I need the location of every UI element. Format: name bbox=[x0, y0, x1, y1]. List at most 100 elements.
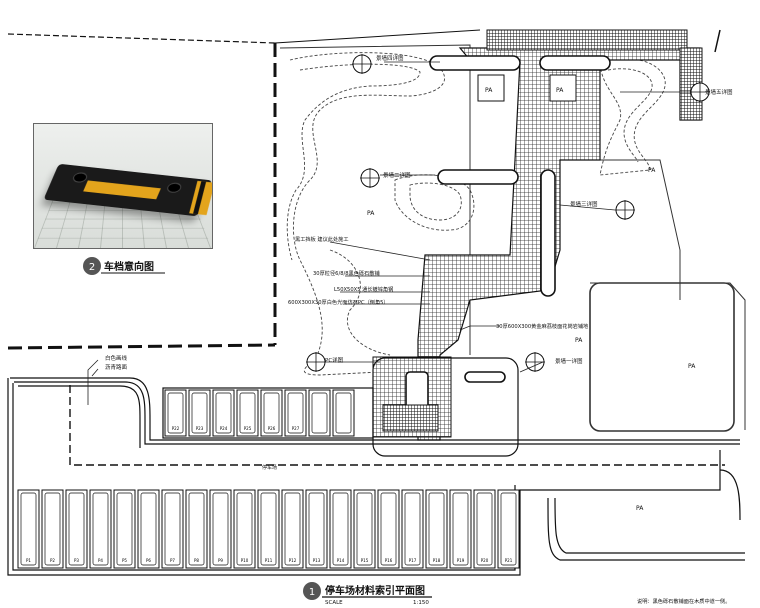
parking-stall bbox=[212, 389, 235, 437]
pa-label-6: PA bbox=[575, 337, 583, 344]
label-asphalt: 沥青路面 bbox=[105, 363, 128, 371]
parking-stall-inner bbox=[260, 492, 277, 566]
site-boundary bbox=[7, 29, 721, 350]
parking-stall-inner bbox=[20, 492, 37, 566]
garden-path-outlines bbox=[286, 52, 666, 376]
parking-stall-inner bbox=[311, 392, 328, 434]
parking-stall-inner bbox=[212, 492, 229, 566]
parking-stall-label: P1 bbox=[26, 558, 31, 563]
parking-stall-label: P3 bbox=[74, 558, 79, 563]
parking-stall-label: P14 bbox=[337, 558, 345, 563]
parking-stall-inner bbox=[404, 492, 421, 566]
photo-caption-badge bbox=[83, 257, 101, 275]
parking-stall bbox=[257, 489, 280, 569]
drawing-note: 说明：黑色砾石散铺面在木质中道一侧。 bbox=[637, 597, 730, 605]
parking-stall-label: P19 bbox=[457, 558, 465, 563]
parking-stall-inner bbox=[188, 492, 205, 566]
parking-stall bbox=[353, 489, 376, 569]
parking-stall bbox=[89, 489, 112, 569]
pa-label-3: PA bbox=[367, 210, 375, 217]
pa-label-5: PA bbox=[688, 363, 696, 370]
parking-stall bbox=[329, 489, 352, 569]
label-material-3: L50X50X5 通长镀锌角钢 bbox=[334, 285, 393, 293]
label-detail-pc: PC详图 bbox=[325, 356, 344, 364]
label-parking: 停车场 bbox=[262, 464, 277, 471]
label-material-1: 黑工挡板 建议此处施工 bbox=[295, 235, 349, 243]
parking-stall-label: P12 bbox=[289, 558, 297, 563]
parking-stall bbox=[332, 389, 355, 437]
callout-markers bbox=[306, 54, 710, 372]
label-white-line: 白色画线 bbox=[105, 354, 128, 362]
parking-stall-inner bbox=[215, 392, 232, 434]
title-number: 1 bbox=[309, 587, 315, 598]
parking-stall-inner bbox=[452, 492, 469, 566]
parking-stall-label: P25 bbox=[244, 426, 252, 431]
leader-lines bbox=[87, 61, 692, 405]
parking-stall-inner bbox=[44, 492, 61, 566]
parking-stall-inner bbox=[167, 392, 184, 434]
parking-stall-label: P10 bbox=[241, 558, 249, 563]
parking-stall-label: P5 bbox=[122, 558, 127, 563]
parking-stall-label: P20 bbox=[481, 558, 489, 563]
pa-label-2: PA bbox=[556, 87, 564, 94]
parking-stall-label: P17 bbox=[409, 558, 417, 563]
parking-stall-inner bbox=[140, 492, 157, 566]
parking-stall bbox=[137, 489, 160, 569]
parking-stall bbox=[449, 489, 472, 569]
parking-area bbox=[7, 377, 745, 576]
parking-stall-inner bbox=[380, 492, 397, 566]
title-badge bbox=[303, 582, 321, 600]
parking-stall bbox=[497, 489, 520, 569]
parking-stall bbox=[185, 489, 208, 569]
photo-caption-number: 2 bbox=[89, 262, 95, 273]
parking-stall-label: P13 bbox=[313, 558, 321, 563]
parking-stall bbox=[65, 489, 88, 569]
parking-stall-inner bbox=[236, 492, 253, 566]
label-detail-3: 景墙三详图 bbox=[570, 200, 598, 208]
parking-stall-inner bbox=[191, 392, 208, 434]
parking-stall bbox=[161, 489, 184, 569]
pa-label-1: PA bbox=[485, 87, 493, 94]
parking-stall-inner bbox=[500, 492, 517, 566]
parking-stall-label: P8 bbox=[194, 558, 199, 563]
wheel-stopper-photo bbox=[33, 123, 213, 249]
parking-stall-label: P2 bbox=[50, 558, 55, 563]
parking-stall bbox=[209, 489, 232, 569]
parking-stall-inner bbox=[263, 392, 280, 434]
parking-stall-label: P15 bbox=[361, 558, 369, 563]
label-detail-2-left: 景墙二详图 bbox=[383, 171, 411, 179]
plaza-outline bbox=[279, 44, 746, 432]
parking-stall bbox=[308, 389, 331, 437]
label-material-4: 600X300X30厚白色光面仿石PC（倒角5） bbox=[288, 298, 389, 306]
pa-label-4: PA bbox=[648, 167, 656, 174]
parking-stall bbox=[236, 389, 259, 437]
label-material-2: 30厚粒径6/8/8黑色砾石散铺 bbox=[313, 269, 380, 277]
parking-stall-inner bbox=[287, 392, 304, 434]
parking-stall-inner bbox=[92, 492, 109, 566]
parking-stall bbox=[281, 489, 304, 569]
parking-stall-label: P11 bbox=[265, 558, 273, 563]
label-detail-1: 景墙一详图 bbox=[555, 357, 583, 365]
parking-stall-inner bbox=[68, 492, 85, 566]
photo-caption: 车档意向图 bbox=[104, 260, 154, 273]
parking-stall-label: P4 bbox=[98, 558, 103, 563]
label-material-5: 30厚600X300黄金麻荔枝面花岗岩铺地 bbox=[496, 322, 588, 330]
parking-stall-inner bbox=[284, 492, 301, 566]
scale-label: SCALE bbox=[325, 600, 343, 606]
parking-stall-label: P27 bbox=[292, 426, 300, 431]
parking-stall-label: P6 bbox=[146, 558, 151, 563]
parking-stall-inner bbox=[335, 392, 352, 434]
parking-stall bbox=[401, 489, 424, 569]
parking-stall-label: P7 bbox=[170, 558, 175, 563]
parking-stall-label: P24 bbox=[220, 426, 228, 431]
parking-stall-inner bbox=[239, 392, 256, 434]
parking-stall-label: P9 bbox=[218, 558, 223, 563]
parking-stall bbox=[260, 389, 283, 437]
parking-stall bbox=[164, 389, 187, 437]
parking-stall bbox=[305, 489, 328, 569]
parking-stall-label: P16 bbox=[385, 558, 393, 563]
parking-stall-inner bbox=[164, 492, 181, 566]
parking-stall bbox=[473, 489, 496, 569]
